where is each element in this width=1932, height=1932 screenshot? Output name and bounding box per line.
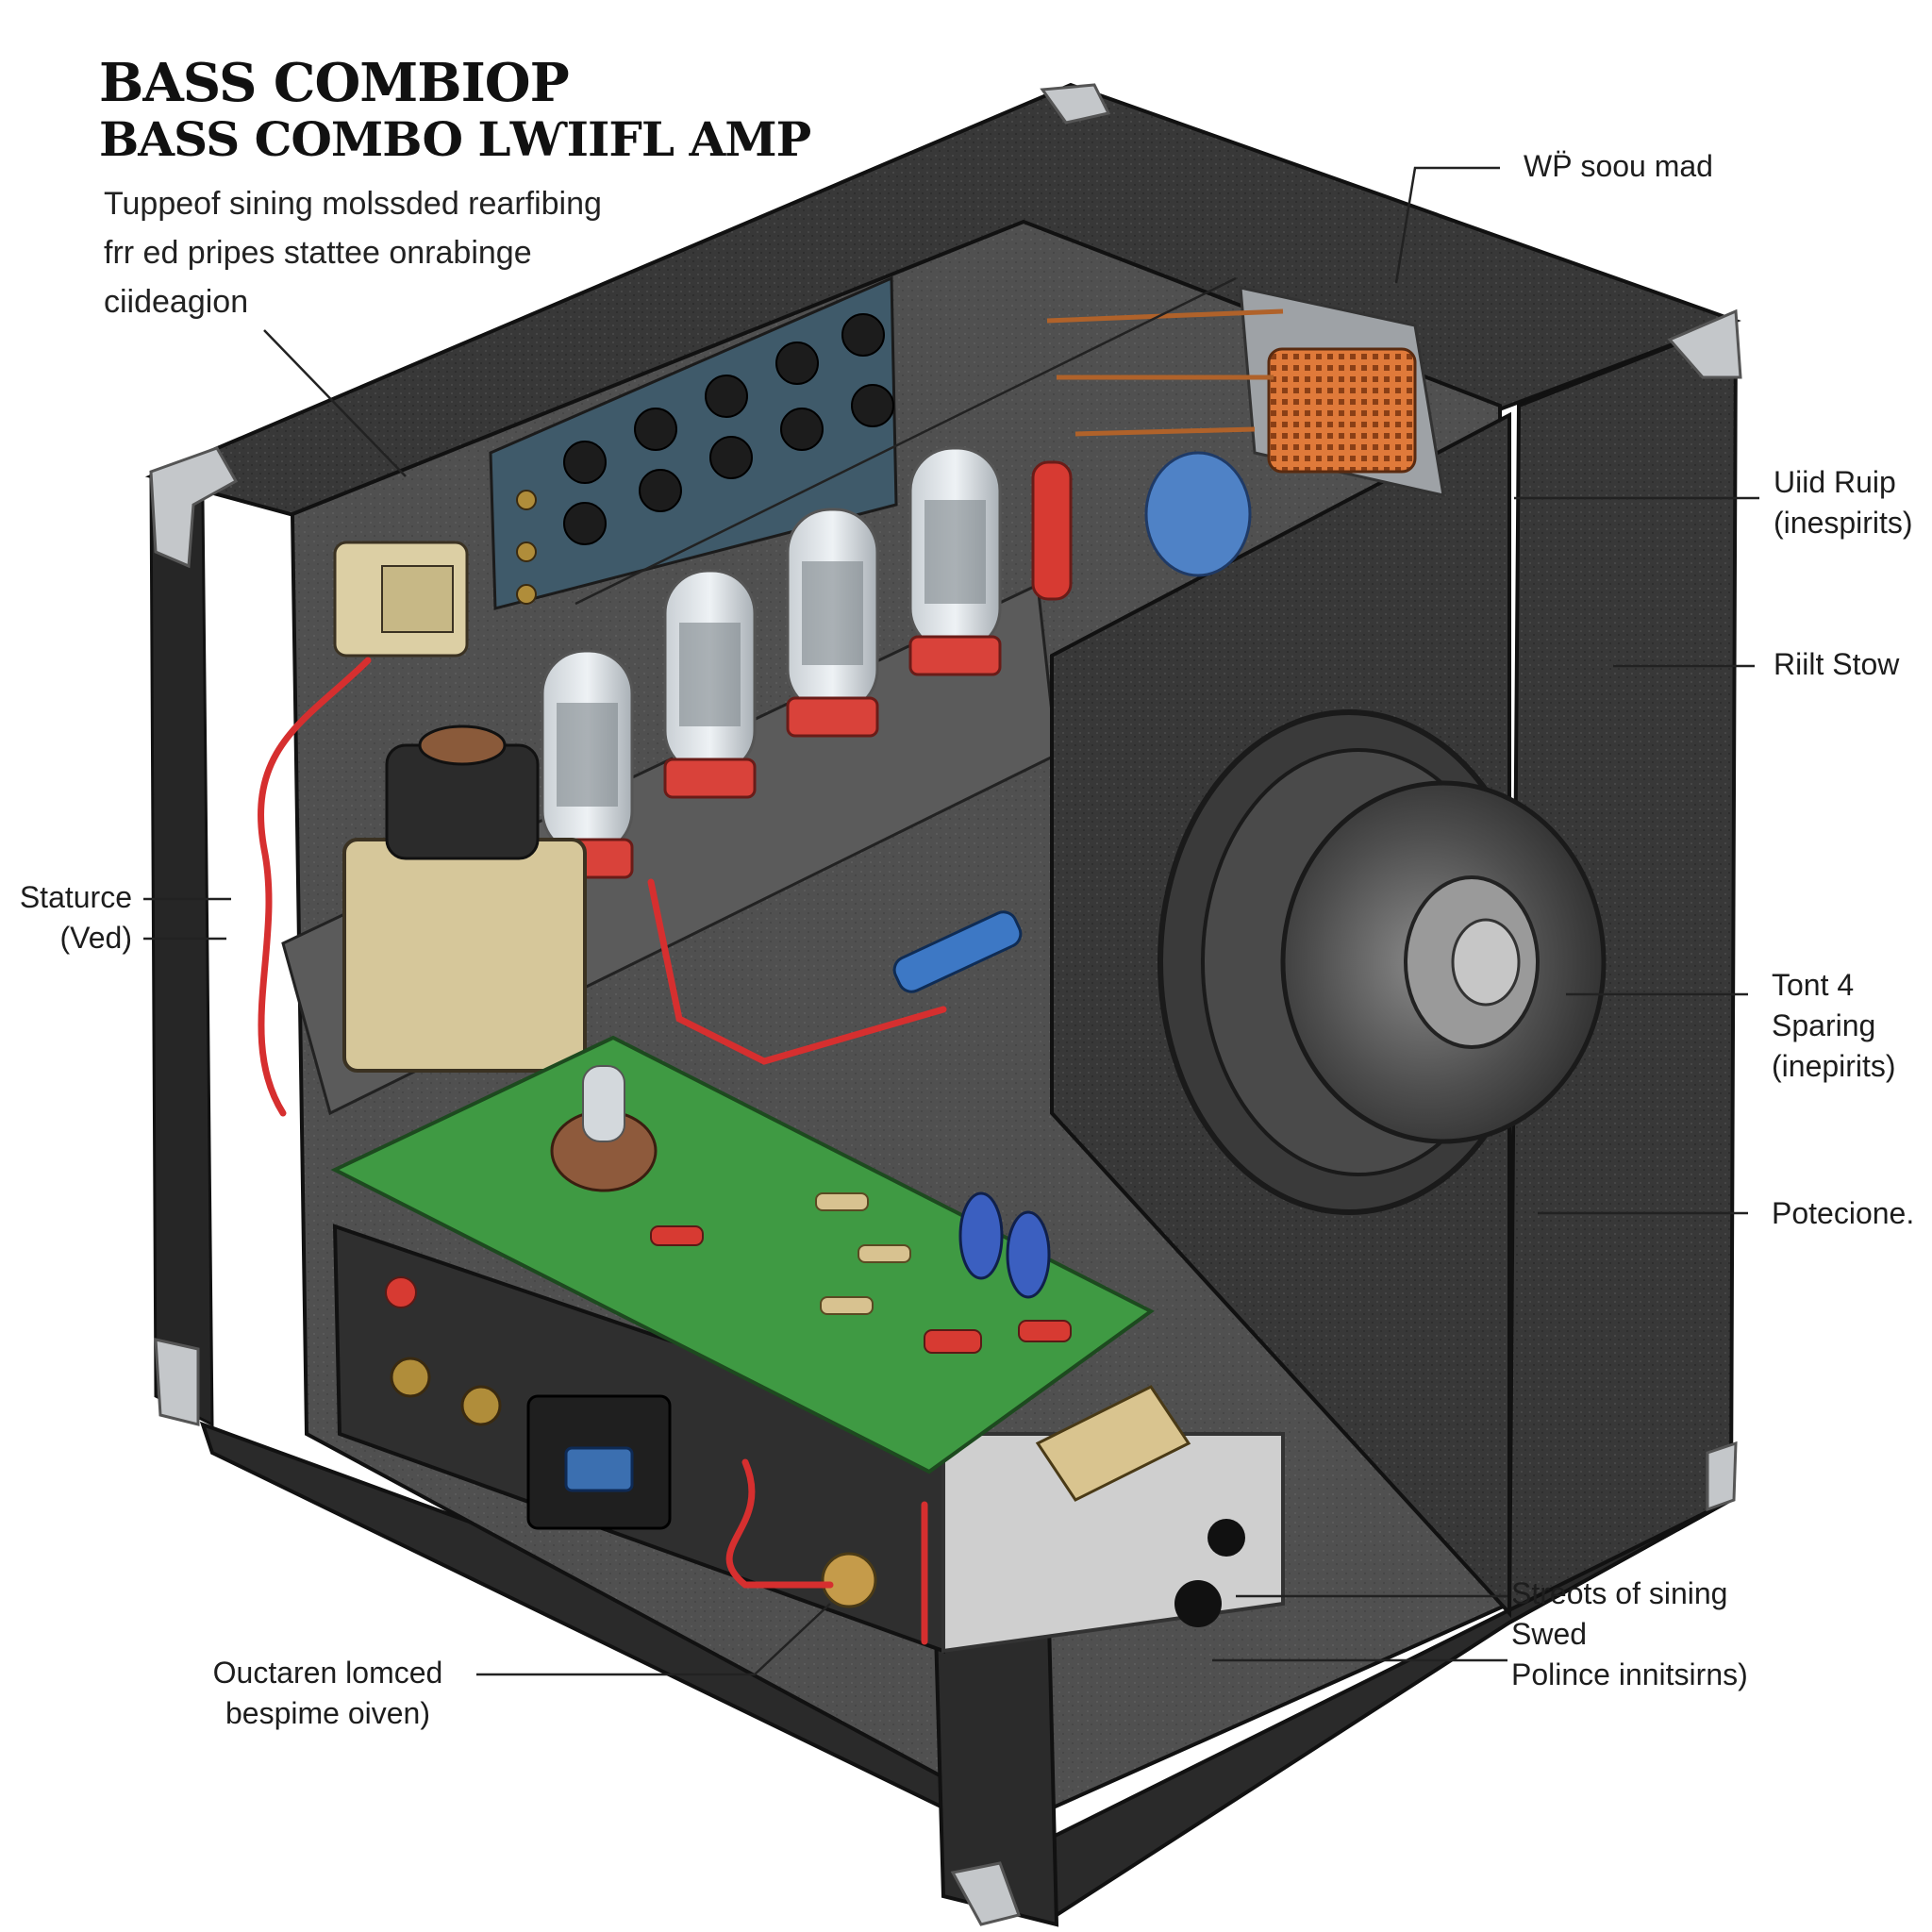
control-knob (634, 408, 677, 451)
callout-top-right: WP̈ soou mad (1524, 146, 1713, 187)
callout-label: WP̈ soou mad (1524, 149, 1713, 183)
wiring (258, 657, 947, 1645)
control-knob (705, 375, 748, 418)
control-knob (841, 313, 885, 357)
brass-connector (821, 1552, 877, 1608)
corner-protector (1706, 1441, 1738, 1512)
corner-protector (154, 1338, 200, 1426)
terminal-strip (1035, 1385, 1191, 1502)
callout-bottom-left: Ouctaren lomced bespime oiven) (184, 1653, 472, 1734)
callout-label: Polince innitsirns) (1511, 1657, 1748, 1691)
leader-line (575, 276, 1237, 606)
power-transformer (342, 724, 587, 1073)
subtitle: Tuppeof sining molssded rearfibing frr e… (104, 179, 689, 326)
resistor (820, 1296, 874, 1315)
resistor (815, 1192, 869, 1211)
title-line-2: BASS COMBO ⅬⱲIIFL AMP (99, 111, 811, 167)
callout-label: (inepirits) (1772, 1049, 1896, 1083)
fuse-window (564, 1446, 634, 1492)
callout-label: Staturce (19, 880, 132, 914)
chrome-corners (149, 83, 1742, 1926)
pcb-board (330, 1035, 1155, 1474)
toggle-switch (385, 1276, 417, 1308)
cabinet-left-side (149, 474, 214, 1427)
capacitor (1006, 1210, 1051, 1299)
leader-line (476, 1603, 831, 1676)
control-knob (775, 341, 819, 385)
control-knob (563, 441, 607, 484)
small-transformer (333, 541, 469, 658)
control-knob (709, 436, 753, 479)
leader-line (1394, 166, 1500, 284)
leader-lines (143, 166, 1759, 1676)
resistor (924, 1329, 982, 1354)
subtitle-line: Tuppeof sining molssded rearfibing (104, 186, 602, 222)
leader-line (263, 329, 407, 477)
corner-protector (1667, 308, 1742, 379)
output-jack (390, 1357, 431, 1398)
input-jack (516, 541, 537, 562)
callout-right-3: Tont 4 Sparing (inepirits) (1772, 965, 1896, 1087)
resistor (858, 1244, 911, 1263)
tube-socket (550, 1065, 658, 1192)
control-knob (563, 502, 607, 545)
callout-label: Streots of sining (1511, 1576, 1728, 1610)
input-jack (516, 584, 537, 605)
chassis-knob (1208, 1519, 1245, 1557)
corner-protector (149, 446, 239, 569)
callout-right-2: Riilt Stow (1774, 644, 1899, 685)
vacuum-tubes (541, 446, 1002, 879)
control-knob (780, 408, 824, 451)
chassis-knob (1174, 1580, 1222, 1627)
callout-label: Riilt Stow (1774, 647, 1900, 681)
speaker (1158, 709, 1607, 1215)
capacitor (958, 1191, 1004, 1280)
subtitle-line: frr ed pripes stattee onrabinge (104, 235, 532, 271)
callout-label: Ouctaren lomced (212, 1656, 443, 1690)
callout-label: Swed (1511, 1617, 1588, 1651)
control-knob (851, 384, 894, 427)
resistor (1018, 1320, 1072, 1342)
callout-label: Tont 4 (1772, 968, 1855, 1002)
corner-protector (950, 1861, 1021, 1926)
vacuum-tube (663, 569, 757, 799)
callout-label: (inespirits) (1774, 506, 1913, 540)
callout-label: (Ved) (59, 921, 132, 955)
vacuum-tube (541, 649, 634, 879)
callout-label: Potecione. (1772, 1196, 1915, 1230)
output-transformer (1031, 286, 1445, 601)
subtitle-line: ciideagion (104, 284, 249, 320)
callout-bottom-right: Streots of sining Swed Polince innitsirn… (1511, 1574, 1748, 1695)
callout-label: bespime oiven) (225, 1696, 430, 1730)
callout-right-1: Uiid Ruip (inespirits) (1774, 462, 1913, 543)
input-jack (516, 490, 537, 510)
callout-right-4: Potecione. (1772, 1193, 1914, 1234)
vacuum-tube (908, 446, 1002, 676)
title-line-1: BASS COMBIOP (99, 52, 570, 114)
resistor (650, 1225, 704, 1246)
callout-label: Sparing (1772, 1008, 1876, 1042)
callout-label: Uiid Ruip (1774, 465, 1896, 499)
inline-fuse (892, 910, 1023, 993)
callout-left: Staturce (Ved) (0, 877, 132, 958)
control-knob (639, 469, 682, 512)
output-jack (460, 1385, 502, 1426)
corner-protector (1040, 83, 1111, 125)
vacuum-tube (786, 508, 879, 738)
amp-chassis (330, 1035, 1285, 1654)
